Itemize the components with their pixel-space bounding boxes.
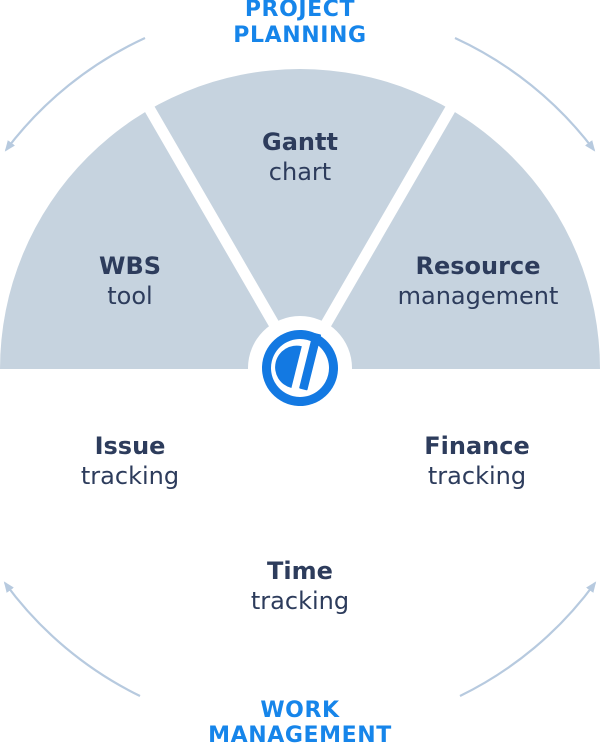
label-time-tracking-rest: tracking (250, 587, 350, 615)
label-finance-tracking-bold: Finance (424, 432, 530, 460)
brand-logo-icon (262, 330, 338, 406)
label-gantt-chart-rest: chart (268, 158, 332, 186)
top-heading-line1: PROJECT (244, 0, 356, 22)
label-gantt-chart: Gantt chart (180, 127, 420, 187)
label-issue-tracking-bold: Issue (94, 432, 166, 460)
label-resource-management-rest: management (397, 282, 559, 310)
curved-arrow-bottom-right-icon (459, 581, 597, 697)
curved-arrow-top-right-icon (454, 37, 596, 152)
label-finance-tracking: Finance tracking (357, 431, 597, 491)
label-wbs-tool: WBS tool (10, 251, 250, 311)
label-issue-tracking-rest: tracking (80, 462, 180, 490)
bottom-heading-line2: MANAGEMENT (208, 723, 392, 746)
logo-stem (299, 332, 321, 391)
logo-left-half-disc (275, 345, 302, 389)
label-time-tracking-bold: Time (267, 557, 333, 585)
top-heading-line2: PLANNING (233, 23, 367, 48)
top-heading: PROJECT PLANNING (0, 0, 600, 49)
label-gantt-chart-bold: Gantt (262, 128, 338, 156)
label-wbs-tool-rest: tool (107, 282, 153, 310)
bottom-heading: WORK MANAGEMENT (0, 698, 600, 746)
curved-arrow-top-left-icon (4, 37, 146, 152)
label-resource-management-bold: Resource (415, 252, 541, 280)
label-time-tracking: Time tracking (180, 556, 420, 616)
bottom-heading-line1: WORK (260, 698, 340, 723)
label-issue-tracking: Issue tracking (10, 431, 250, 491)
label-finance-tracking-rest: tracking (427, 462, 527, 490)
curved-arrow-bottom-left-icon (3, 581, 141, 697)
planning-semicircle (0, 69, 600, 369)
label-resource-management: Resource management (358, 251, 598, 311)
label-wbs-tool-bold: WBS (98, 252, 162, 280)
